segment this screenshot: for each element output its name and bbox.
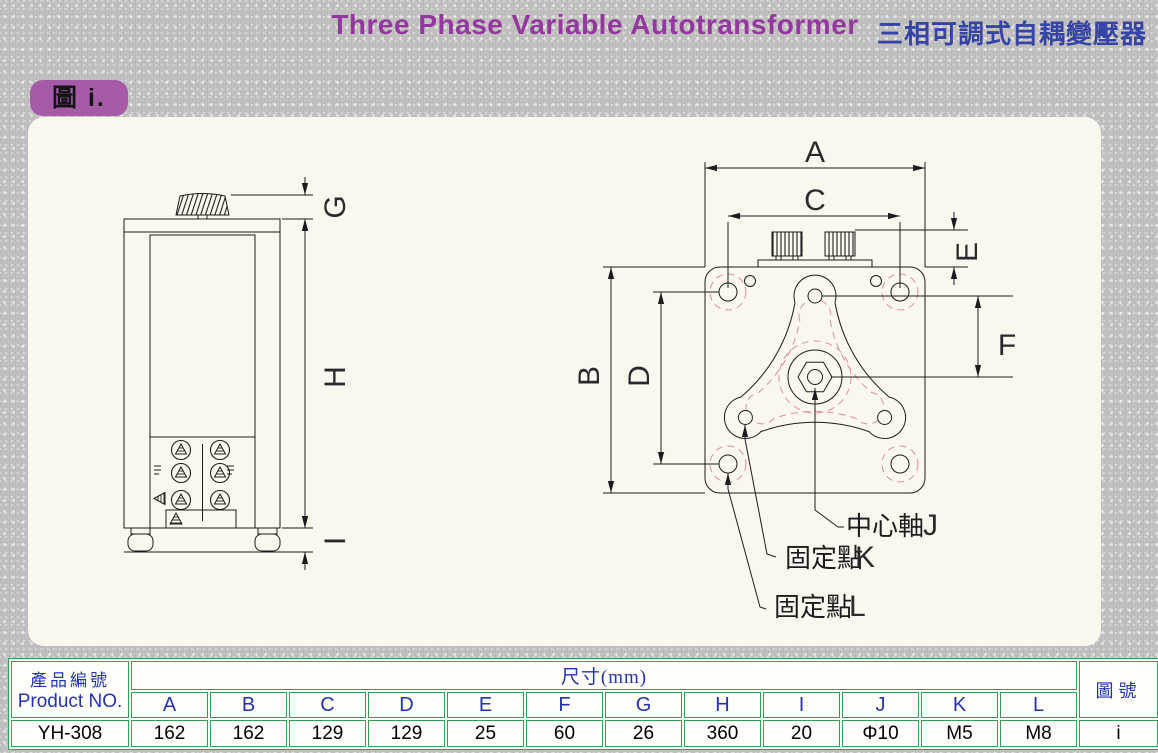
figure-badge: 圖 i. bbox=[30, 80, 128, 116]
col-header-h: H bbox=[684, 692, 761, 718]
col-header-l: L bbox=[1000, 692, 1078, 718]
value-c: 129 bbox=[289, 720, 366, 747]
dim-a: A bbox=[704, 136, 926, 267]
center-shaft-hole bbox=[807, 369, 823, 385]
table-value-row: YH-308 162 162 129 129 25 60 26 360 20 Φ… bbox=[11, 720, 1158, 747]
front-view-drawing: G H I bbox=[123, 177, 352, 570]
product-no-value: YH-308 bbox=[11, 720, 129, 747]
callout-center-axis: 中心軸 J bbox=[811, 388, 938, 542]
figure-no-value: i bbox=[1079, 720, 1158, 747]
dim-g: G bbox=[231, 177, 352, 237]
col-header-e: E bbox=[447, 692, 524, 718]
dim-i: I bbox=[282, 510, 352, 570]
callout-fixpoint-l: 固定點 L bbox=[724, 473, 866, 623]
figure-no-header: 圖號 bbox=[1079, 661, 1158, 718]
terminal-icon bbox=[170, 462, 192, 484]
col-header-j: J bbox=[842, 692, 919, 718]
dim-e: E bbox=[855, 212, 984, 285]
dim-f: F bbox=[822, 295, 1016, 378]
rotor-outline bbox=[723, 274, 907, 439]
dim-label-c: C bbox=[804, 184, 826, 217]
dimensions-header: 尺寸(mm) bbox=[131, 661, 1078, 690]
table-header-row-1: 產品編號 Product NO. 尺寸(mm) 圖號 bbox=[11, 661, 1158, 718]
callout-fixpoint-k: 固定點 K bbox=[741, 425, 875, 574]
lobe-hole bbox=[737, 410, 753, 425]
col-header-b: B bbox=[210, 692, 287, 718]
col-header-k: K bbox=[921, 692, 998, 718]
callout-fixpoint-l-label: 固定點 bbox=[774, 592, 852, 622]
feet bbox=[127, 527, 281, 552]
corner-hole bbox=[718, 454, 738, 474]
terminal-icon bbox=[209, 439, 231, 461]
page-title-chinese: 三相可調式自耦變壓器 bbox=[876, 19, 1147, 49]
value-a: 162 bbox=[131, 720, 208, 747]
dim-label-g: G bbox=[319, 195, 352, 218]
terminal-icon bbox=[170, 489, 192, 511]
callout-center-axis-letter: J bbox=[923, 509, 938, 542]
col-header-f: F bbox=[526, 692, 603, 718]
lobe-hole bbox=[877, 410, 893, 425]
dim-label-f: F bbox=[998, 329, 1016, 362]
value-g: 26 bbox=[605, 720, 682, 747]
dim-h: H bbox=[301, 219, 352, 528]
corner-hole bbox=[890, 454, 910, 474]
col-header-g: G bbox=[605, 692, 682, 718]
value-l: M8 bbox=[1000, 720, 1078, 747]
value-d: 129 bbox=[368, 720, 445, 747]
value-k: M5 bbox=[921, 720, 998, 747]
dim-label-b: B bbox=[573, 366, 606, 386]
col-header-c: C bbox=[289, 692, 366, 718]
top-view-drawing: A C E bbox=[573, 136, 1016, 623]
value-i: 20 bbox=[763, 720, 840, 747]
col-header-a: A bbox=[131, 692, 208, 718]
dim-d: D bbox=[623, 291, 719, 465]
col-header-d: D bbox=[368, 692, 445, 718]
value-j: Φ10 bbox=[842, 720, 919, 747]
lobe-hole bbox=[807, 288, 823, 304]
dim-label-a: A bbox=[805, 136, 825, 169]
callout-fixpoint-l-letter: L bbox=[849, 590, 866, 623]
table-header-row-2: A B C D E F G H I J K L bbox=[11, 692, 1158, 718]
callout-fixpoint-k-label: 固定點 bbox=[785, 543, 863, 573]
terminal-icon bbox=[209, 489, 231, 511]
center-hex-nut bbox=[797, 361, 833, 393]
terminal-markings bbox=[154, 465, 234, 475]
drawing-panel: G H I bbox=[28, 117, 1101, 646]
product-no-label-en: Product NO. bbox=[17, 691, 123, 712]
technical-drawing: G H I bbox=[123, 136, 1016, 623]
value-h: 360 bbox=[684, 720, 761, 747]
dim-label-d: D bbox=[623, 365, 656, 387]
dim-label-i: I bbox=[319, 537, 352, 545]
dim-label-e: E bbox=[951, 242, 984, 262]
value-f: 60 bbox=[526, 720, 603, 747]
product-no-header: 產品編號 Product NO. bbox=[11, 661, 129, 718]
rating-label bbox=[165, 509, 237, 529]
value-b: 162 bbox=[210, 720, 287, 747]
terminal-icon bbox=[209, 462, 231, 484]
front-knob-icon bbox=[175, 193, 230, 216]
top-knobs bbox=[757, 231, 873, 268]
callout-fixpoint-k-letter: K bbox=[855, 541, 875, 574]
dim-b: B bbox=[573, 266, 705, 494]
dim-c: C bbox=[727, 184, 901, 288]
page-title-english: Three Phase Variable Autotransformer bbox=[331, 9, 859, 40]
warning-triangle-icon bbox=[169, 512, 183, 525]
col-header-i: I bbox=[763, 692, 840, 718]
value-e: 25 bbox=[447, 720, 524, 747]
product-no-label-zh: 產品編號 bbox=[30, 671, 110, 690]
warning-triangle-icon bbox=[153, 492, 166, 505]
terminal-icon bbox=[170, 439, 192, 461]
rotor-hidden-outline bbox=[745, 298, 885, 425]
spec-table: 產品編號 Product NO. 尺寸(mm) 圖號 A B C D E F G… bbox=[8, 658, 1158, 750]
callout-center-axis-label: 中心軸 bbox=[846, 511, 924, 541]
dim-label-h: H bbox=[319, 366, 352, 388]
